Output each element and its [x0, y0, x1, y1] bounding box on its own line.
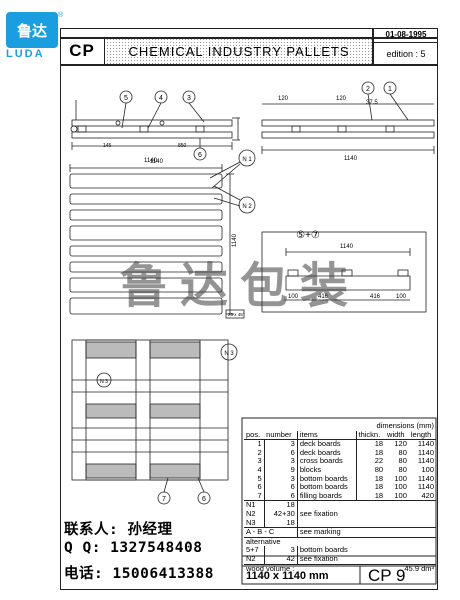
dim-plan-width: 1140 — [144, 158, 158, 164]
contact-person: 联系人: 孙经理 — [64, 522, 173, 538]
watermark: 鲁达包装 — [120, 246, 360, 316]
dim-right-120a: 120 — [278, 96, 289, 102]
dim-145: 145 — [103, 143, 112, 149]
callout-n3 — [220, 343, 238, 361]
callout-3-text: 3 — [187, 95, 191, 102]
side-view-right — [261, 103, 435, 154]
callout-1-text: 1 — [388, 86, 392, 93]
table-header-thick: thickn. — [355, 430, 386, 440]
table-header-width: width — [387, 429, 405, 439]
bottom-view — [71, 339, 229, 481]
section-dim-1: 100 — [288, 294, 299, 300]
table-row: alternative — [246, 536, 281, 546]
table-header-pos: pos. — [246, 429, 261, 439]
contact-qq: Q Q: 1327548408 — [64, 540, 203, 556]
parts-table-frame — [241, 417, 437, 585]
section-dim-4: 100 — [396, 294, 407, 300]
footer-code: CP 9 — [368, 566, 406, 585]
side-view-left — [71, 100, 240, 150]
header-code: CP — [60, 38, 105, 64]
section-dim-3: 416 — [370, 294, 381, 300]
section-view — [261, 231, 427, 313]
callout-n2-text: N 2 — [242, 204, 252, 210]
callout-n1 — [238, 149, 256, 167]
dim-1140-top: 1140 — [150, 159, 164, 165]
callout-7-text: 7 — [162, 496, 166, 503]
section-title: ⑤+⑦ — [296, 230, 320, 241]
callout-2-text: 2 — [366, 86, 370, 93]
section-dim-2: 416 — [318, 294, 329, 300]
header-edition: edition : 5 — [386, 49, 426, 59]
header-top-line — [60, 37, 438, 39]
callout-n2 — [238, 196, 256, 214]
company-logo: 鲁达 — [6, 12, 58, 48]
logo-latin-text: LUDA — [6, 48, 45, 60]
callout-4-text: 4 — [159, 95, 163, 102]
header-divider — [372, 28, 374, 64]
header-bottom-line — [60, 64, 438, 66]
dim-right-length: 1140 — [344, 156, 358, 162]
dim-850: 850 — [178, 143, 187, 149]
callout-6-bottom-text: 6 — [202, 496, 206, 503]
section-length: 1140 — [340, 244, 354, 250]
callout-n3-left-text: N 3 — [100, 379, 108, 385]
watermark-char: 包 — [240, 258, 301, 314]
table-header-length: length — [410, 429, 432, 439]
table-header-dimensions: dimensions (mm) — [376, 421, 434, 430]
watermark-char: 达 — [180, 258, 241, 314]
dim-plan-height: 1140 — [232, 233, 238, 247]
callout-n3-text: N 3 — [224, 351, 234, 357]
callout-5-text: 5 — [124, 95, 128, 102]
callout-6-text: 6 — [198, 152, 202, 159]
logo-chinese-text: 鲁达 — [16, 21, 47, 40]
scale-note: 25 x 45° — [228, 312, 245, 317]
dim-right-120b: 120 — [336, 96, 347, 102]
parts-table: dimensions (mm) pos. number items thickn… — [244, 421, 436, 573]
callout-n1-text: N 1 — [242, 157, 252, 163]
watermark-char: 装 — [300, 258, 361, 314]
header-date: 01-08-1995 — [374, 30, 438, 43]
registered-mark: ® — [58, 12, 64, 19]
callout-n3-left — [96, 372, 112, 388]
plan-view — [69, 173, 223, 315]
drawing-frame — [60, 28, 438, 590]
table-header-items: items — [296, 430, 357, 440]
table-row: wood volume :45.9 dm³ — [244, 563, 436, 573]
footer-size: 1140 x 1140 mm — [246, 570, 329, 582]
watermark-char: 鲁 — [120, 258, 181, 314]
contact-phone: 电话: 15006413388 — [64, 566, 214, 582]
table-header-number: number — [266, 429, 292, 439]
page-title: CHEMICAL INDUSTRY PALLETS — [106, 38, 372, 64]
dim-right-37: 37.5 — [366, 100, 378, 106]
bolt-symbol — [70, 125, 78, 133]
